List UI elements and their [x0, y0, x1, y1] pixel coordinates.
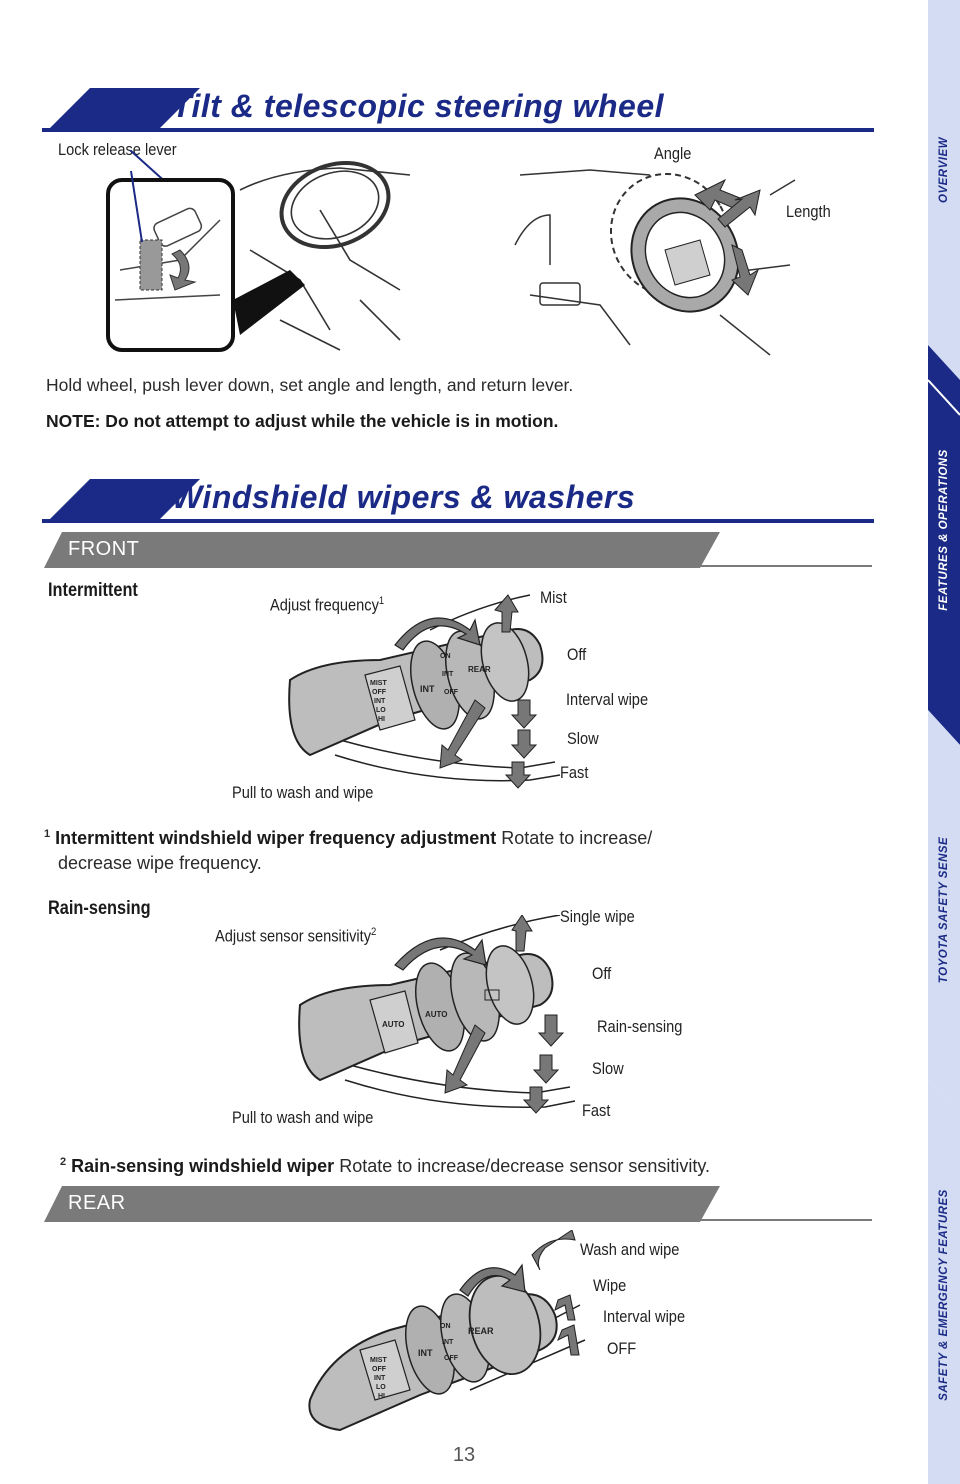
svg-text:AUTO: AUTO [382, 1020, 405, 1029]
svg-text:INT: INT [420, 684, 435, 694]
rear-off-label: OFF [607, 1339, 637, 1358]
steering-angle-illustration [514, 169, 796, 356]
svg-text:AUTO: AUTO [425, 1010, 448, 1019]
rain-off-label: Off [592, 964, 612, 983]
intermittent-stalk-illustration: MIST OFF INT LO HI INT ON INT OFF REAR [288, 594, 561, 789]
svg-text:REAR: REAR [468, 1326, 494, 1336]
rear-band: REAR [44, 1186, 872, 1222]
rain-sensing-mode-label: Rain-sensing [48, 898, 151, 919]
svg-text:LO: LO [376, 1384, 386, 1391]
footnote-1: 1 Intermittent windshield wiper frequenc… [44, 828, 653, 873]
tilt-instruction: Hold wheel, push lever down, set angle a… [46, 375, 574, 395]
sidebar-tab-features-operations[interactable]: FEATURES & OPERATIONS [937, 449, 950, 611]
svg-text:REAR: REAR [468, 665, 491, 674]
wash-and-wipe-label: Wash and wipe [580, 1240, 680, 1259]
wipers-section-title: Windshield wipers & washers [172, 479, 636, 515]
front-label: FRONT [68, 538, 140, 560]
lock-release-label: Lock release lever [58, 140, 177, 159]
tilt-note: NOTE: Do not attempt to adjust while the… [46, 411, 559, 431]
svg-text:INT: INT [442, 671, 454, 678]
svg-text:HI: HI [378, 716, 385, 723]
page-main: Tilt & telescopic steering wheel Lock re… [42, 82, 874, 1466]
sidebar-tabs-graphic [928, 0, 960, 1484]
rain-sensing-stalk-illustration: AUTO AUTO [298, 915, 576, 1114]
svg-text:MIST: MIST [370, 1357, 387, 1364]
off-label: Off [567, 645, 587, 664]
svg-text:OFF: OFF [372, 689, 387, 696]
fast-label: Fast [560, 763, 589, 782]
rear-stalk-illustration: MIST OFF INT LO HI INT ON INT OFF REAR [308, 1230, 586, 1432]
slow-label: Slow [567, 729, 599, 748]
rain-pull-wash-label: Pull to wash and wipe [232, 1108, 374, 1127]
footnote-2: 2 Rain-sensing windshield wiper Rotate t… [60, 1156, 711, 1176]
rain-sensing-label: Rain-sensing [597, 1017, 683, 1036]
pull-wash-label: Pull to wash and wipe [232, 783, 374, 802]
rear-label: REAR [68, 1192, 126, 1214]
rear-wipe-label: Wipe [593, 1276, 627, 1295]
rain-slow-label: Slow [592, 1059, 624, 1078]
svg-text:INT: INT [374, 698, 386, 705]
single-wipe-label: Single wipe [560, 907, 635, 926]
adjust-frequency-label: Adjust frequency1 [270, 595, 385, 615]
svg-text:INT: INT [374, 1375, 386, 1382]
angle-label: Angle [654, 144, 692, 163]
rain-fast-label: Fast [582, 1101, 611, 1120]
svg-text:OFF: OFF [444, 1355, 459, 1362]
section-sidebar: OVERVIEW FEATURES & OPERATIONS TOYOTA SA… [928, 0, 960, 1484]
rear-interval-wipe-label: Interval wipe [603, 1307, 686, 1326]
svg-text:ON: ON [440, 1323, 451, 1330]
interval-wipe-label: Interval wipe [566, 690, 649, 709]
wipers-section-header: Windshield wipers & washers [42, 473, 874, 523]
svg-text:INT: INT [442, 1339, 454, 1346]
sidebar-tab-safety-emergency[interactable]: SAFETY & EMERGENCY FEATURES [937, 1189, 950, 1401]
sidebar-tab-toyota-safety-sense[interactable]: TOYOTA SAFETY SENSE [938, 836, 951, 984]
intermittent-mode-label: Intermittent [48, 580, 138, 601]
front-band: FRONT [44, 532, 872, 568]
svg-text:MIST: MIST [370, 680, 387, 687]
svg-text:HI: HI [378, 1393, 385, 1400]
svg-text:INT: INT [418, 1348, 433, 1358]
tilt-section-title: Tilt & telescopic steering wheel [172, 88, 664, 124]
tilt-section-header: Tilt & telescopic steering wheel [42, 82, 874, 132]
adjust-sensitivity-label: Adjust sensor sensitivity2 [215, 926, 377, 946]
mist-label: Mist [540, 588, 567, 607]
steering-lock-illustration [106, 150, 411, 352]
svg-text:OFF: OFF [444, 689, 459, 696]
length-label: Length [786, 202, 831, 221]
sidebar-tab-overview[interactable]: OVERVIEW [937, 137, 950, 203]
svg-text:LO: LO [376, 707, 386, 714]
svg-text:OFF: OFF [372, 1366, 387, 1373]
svg-text:ON: ON [440, 653, 451, 660]
page-number: 13 [452, 1444, 476, 1466]
